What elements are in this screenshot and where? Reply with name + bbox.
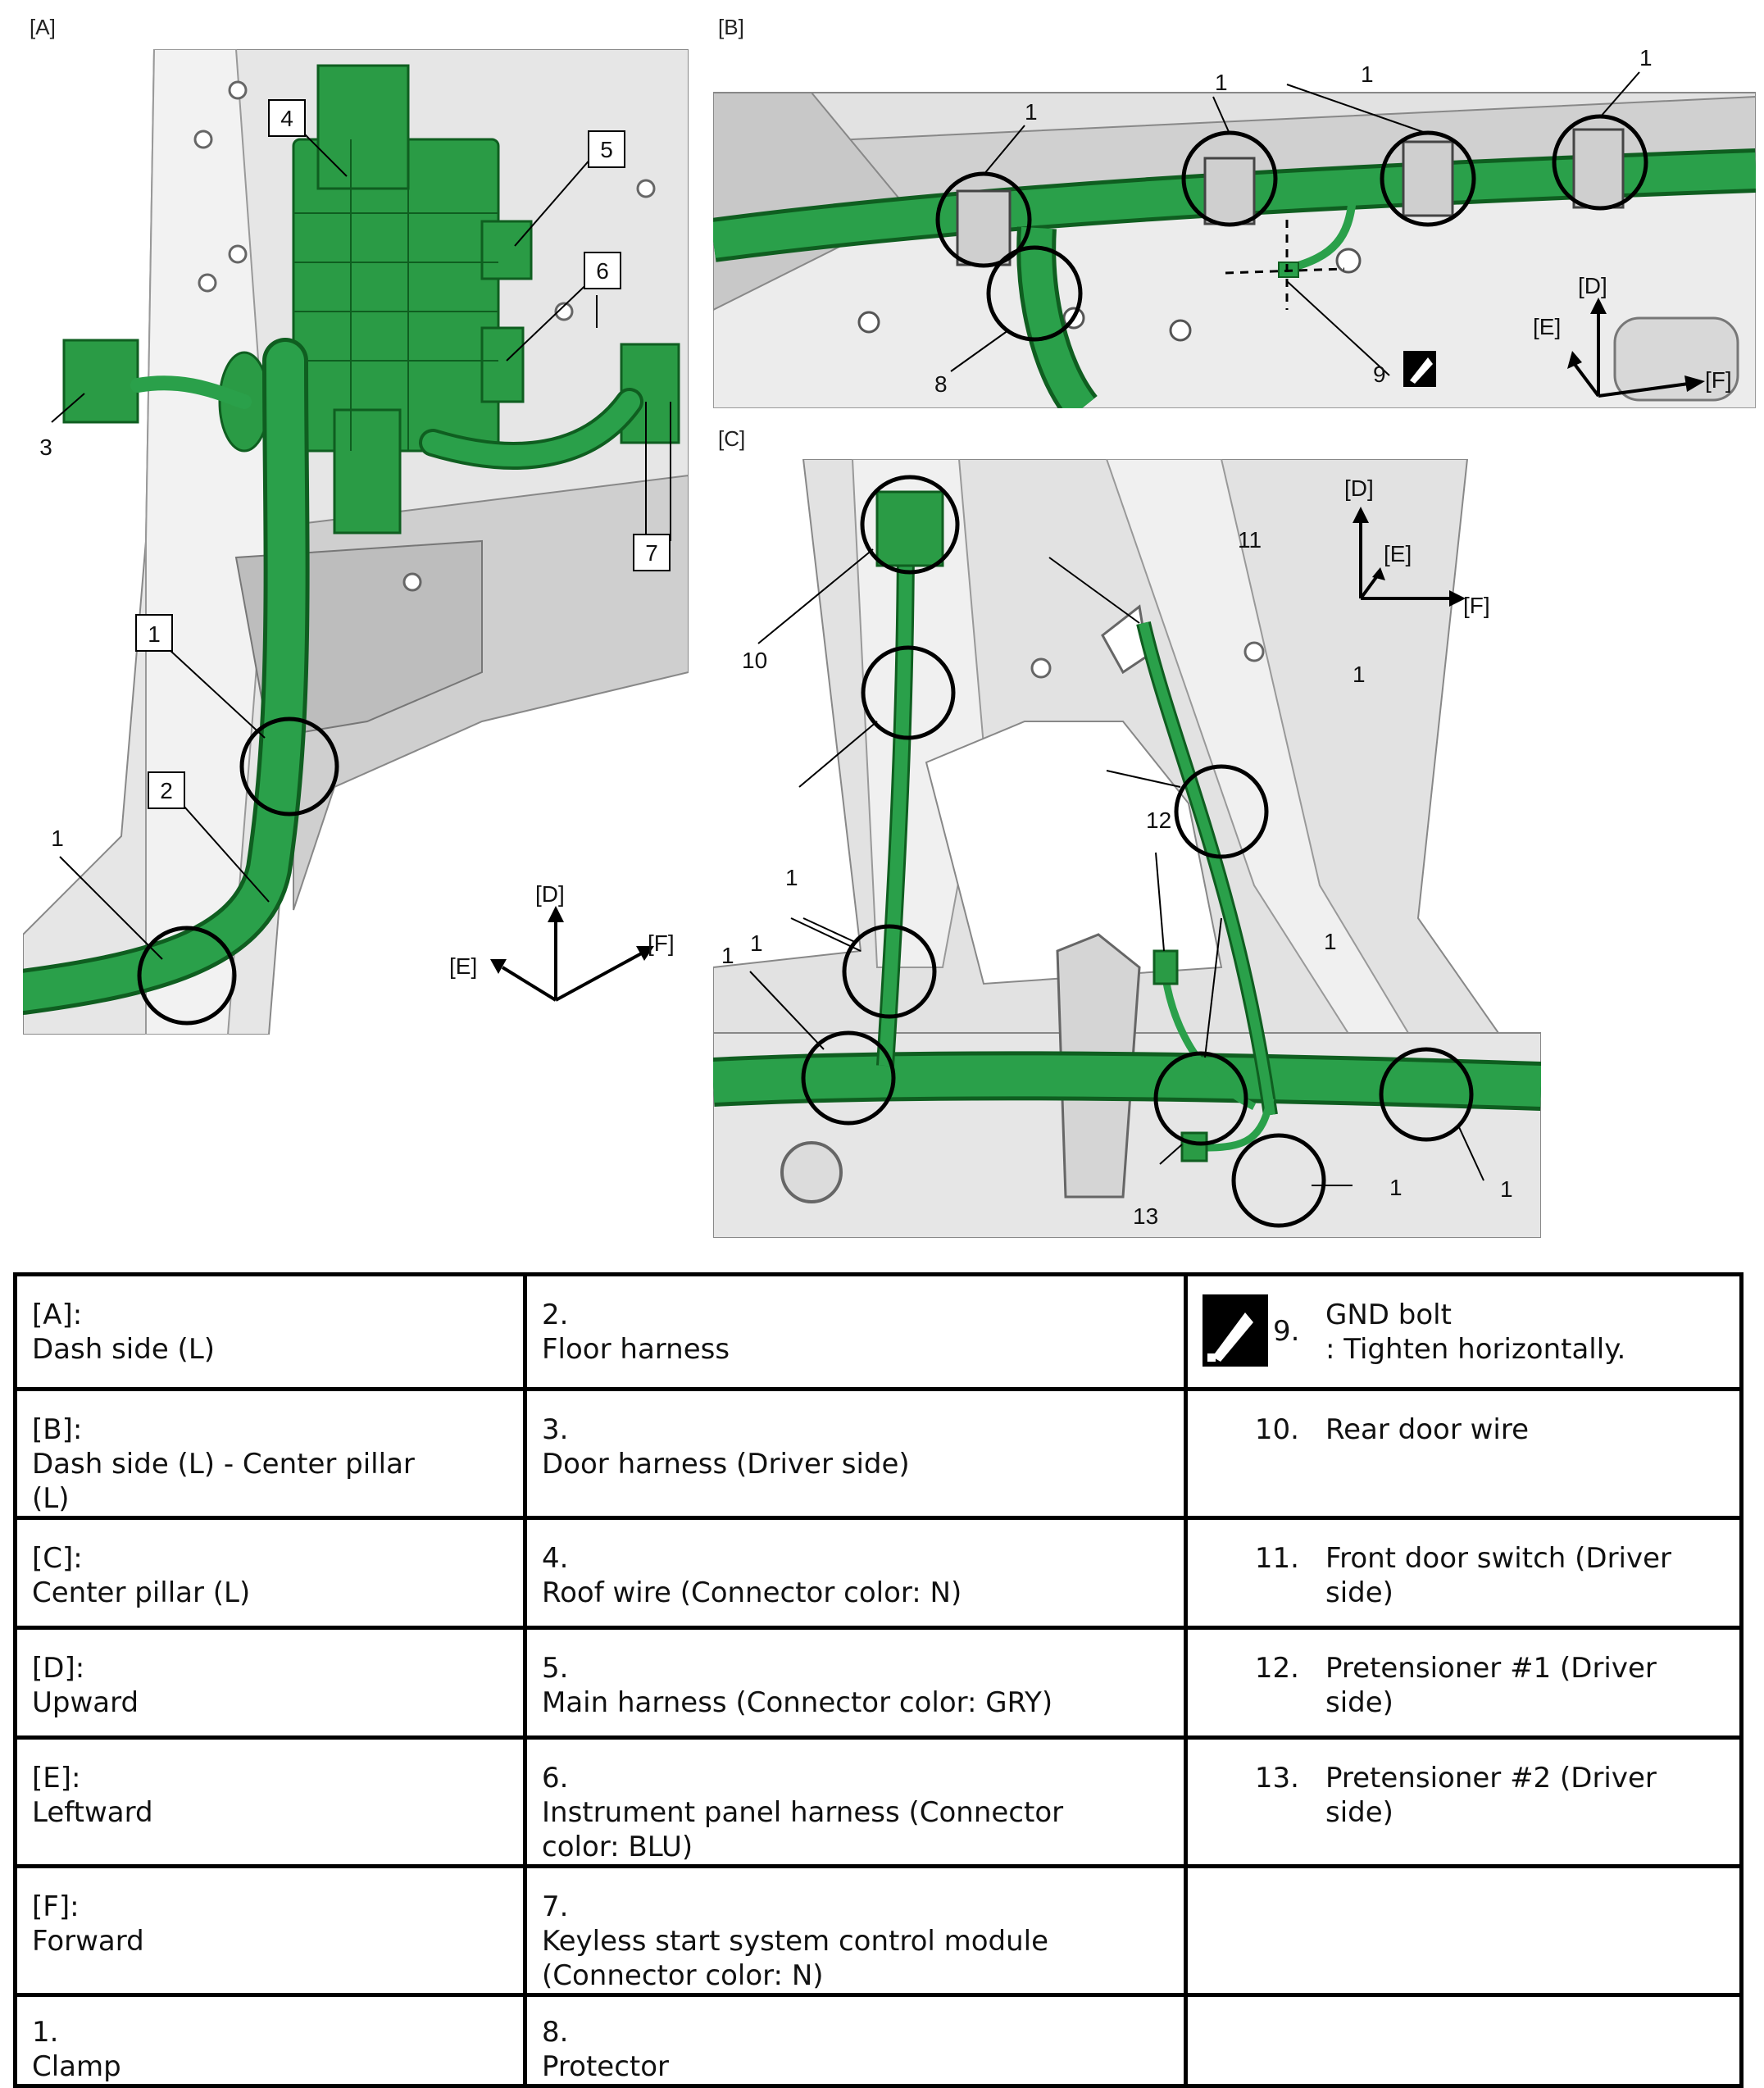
panel-a-callout: 7 — [645, 540, 658, 566]
panel-c-callout: 10 — [742, 648, 767, 673]
legend-key: 9. — [1273, 1315, 1300, 1348]
legend-value: Forward — [32, 1925, 144, 1958]
legend-key: [C]: — [32, 1542, 83, 1575]
panel-c-callout: 1 — [785, 865, 798, 890]
panel-a-callout: 2 — [160, 778, 173, 803]
legend-key: [F]: — [32, 1890, 80, 1923]
legend-key: 4. — [542, 1542, 569, 1575]
legend-row: [A]:Dash side (L) 2.Floor harness 9. GND … — [13, 1272, 1744, 1391]
legend-value: Keyless start system control module (Con… — [542, 1925, 1049, 1992]
legend-value: Main harness (Connector color: GRY) — [542, 1686, 1053, 1719]
panel-b-label: [B] — [718, 15, 744, 39]
legend-key: 13. — [1254, 1762, 1299, 1795]
panel-c-callout: 13 — [1133, 1203, 1158, 1229]
panel-b-callout: 1 — [1215, 70, 1228, 95]
legend-key: [B]: — [32, 1413, 83, 1446]
legend-value: Instrument panel harness (Connector colo… — [542, 1796, 1064, 1863]
legend-key: 1. — [32, 2016, 59, 2049]
legend-value: GND bolt — [1325, 1299, 1452, 1331]
panel-a-axis-fwd: [F] — [648, 930, 675, 956]
panel-c-callout: 1 — [1389, 1175, 1403, 1200]
legend-row: [D]:Upward 5.Main harness (Connector col… — [13, 1626, 1744, 1740]
panel-c-callout: 1 — [1500, 1176, 1513, 1202]
panel-a-callout: 3 — [39, 434, 52, 460]
legend-row: [B]:Dash side (L) - Center pillar (L) 3.… — [13, 1387, 1744, 1520]
panel-c-callout: 1 — [1353, 662, 1366, 687]
panel-b-illustration: 1 1 1 1 8 9 [D] [E] [F] — [713, 48, 1756, 408]
legend-row: [C]:Center pillar (L) 4.Roof wire (Conne… — [13, 1516, 1744, 1630]
panel-b-callout: 1 — [1639, 48, 1653, 71]
legend-value: Dash side (L) — [32, 1333, 216, 1366]
legend-value: Pretensioner #2 (Driver side) — [1325, 1762, 1657, 1829]
legend-value: Upward — [32, 1686, 139, 1719]
panel-a-axis-left: [E] — [449, 953, 477, 979]
panel-a-callout: 1 — [148, 621, 161, 647]
panel-a-callout: 6 — [596, 258, 609, 284]
legend-value: Protector — [542, 2050, 669, 2083]
gnd-bolt-icon — [1203, 1294, 1268, 1367]
panel-c-callout: 12 — [1146, 807, 1171, 833]
legend-key: [D]: — [32, 1652, 85, 1685]
legend-key: [A]: — [32, 1299, 83, 1331]
legend-key: 5. — [542, 1652, 569, 1685]
legend-key: [E]: — [32, 1762, 81, 1795]
panel-a-callout: 1 — [51, 826, 64, 851]
panel-b-callout: 8 — [934, 371, 948, 397]
panel-c-callout: 1 — [1324, 929, 1337, 954]
panel-c-label: [C] — [718, 426, 746, 451]
panel-c-callout: 1 — [721, 943, 734, 968]
legend-key: 12. — [1254, 1652, 1299, 1685]
panel-a-illustration: 1 1 2 3 4 5 6 7 [D] [E] [F] — [23, 49, 689, 1035]
legend-row: [F]:Forward 7.Keyless start system contr… — [13, 1864, 1744, 1997]
legend-value-note: : Tighten horizontally. — [1325, 1333, 1626, 1366]
legend-value: Rear door wire — [1325, 1413, 1530, 1446]
legend-row: [E]:Leftward 6.Instrument panel harness … — [13, 1735, 1744, 1868]
legend-value: Dash side (L) - Center pillar (L) — [32, 1448, 415, 1515]
panel-a-callout: 4 — [280, 106, 293, 131]
legend-key: 3. — [542, 1413, 569, 1446]
panel-c-illustration: 1 1 1 1 1 1 1 10 11 12 13 [D] [E] [F] — [713, 459, 1541, 1238]
legend-key: 2. — [542, 1299, 569, 1331]
legend-value: Floor harness — [542, 1333, 730, 1366]
panel-c-axis-up: [D] — [1344, 475, 1374, 501]
legend-key: 10. — [1254, 1413, 1299, 1446]
legend-key: 11. — [1254, 1542, 1299, 1575]
panel-a-label: [A] — [30, 15, 56, 39]
legend-value: Center pillar (L) — [32, 1576, 251, 1609]
panel-c-axis-left: [E] — [1384, 541, 1412, 566]
legend-value: Roof wire (Connector color: N) — [542, 1576, 962, 1609]
legend-value: Clamp — [32, 2050, 121, 2083]
legend-key: 7. — [542, 1890, 569, 1923]
legend-value: Door harness (Driver side) — [542, 1448, 910, 1481]
panel-b-callout: 1 — [1361, 61, 1374, 87]
panel-c-callout: 11 — [1238, 527, 1262, 553]
panel-c-callout: 1 — [750, 930, 763, 956]
legend-row: 1.Clamp 8.Protector — [13, 1993, 1744, 2088]
panel-b-axis-fwd: [F] — [1705, 367, 1732, 393]
panel-a-axis-up: [D] — [535, 881, 565, 907]
legend-key: 8. — [542, 2016, 569, 2049]
panel-b-axis-left: [E] — [1533, 314, 1561, 339]
panel-a-callout: 5 — [600, 137, 613, 162]
panel-c-axis-fwd: [F] — [1463, 593, 1490, 618]
panel-b-axis-up: [D] — [1578, 273, 1607, 298]
legend-key: 6. — [542, 1762, 569, 1795]
panel-b-callout: 1 — [1025, 99, 1038, 125]
legend-value: Leftward — [32, 1796, 153, 1829]
legend-value: Pretensioner #1 (Driver side) — [1325, 1652, 1657, 1719]
legend-table: [A]:Dash side (L) 2.Floor harness 9. GND … — [13, 1272, 1744, 2088]
gnd-bolt-icon — [1403, 351, 1436, 387]
legend-value: Front door switch (Driver side) — [1325, 1542, 1672, 1609]
panel-b-callout: 9 — [1373, 362, 1386, 387]
